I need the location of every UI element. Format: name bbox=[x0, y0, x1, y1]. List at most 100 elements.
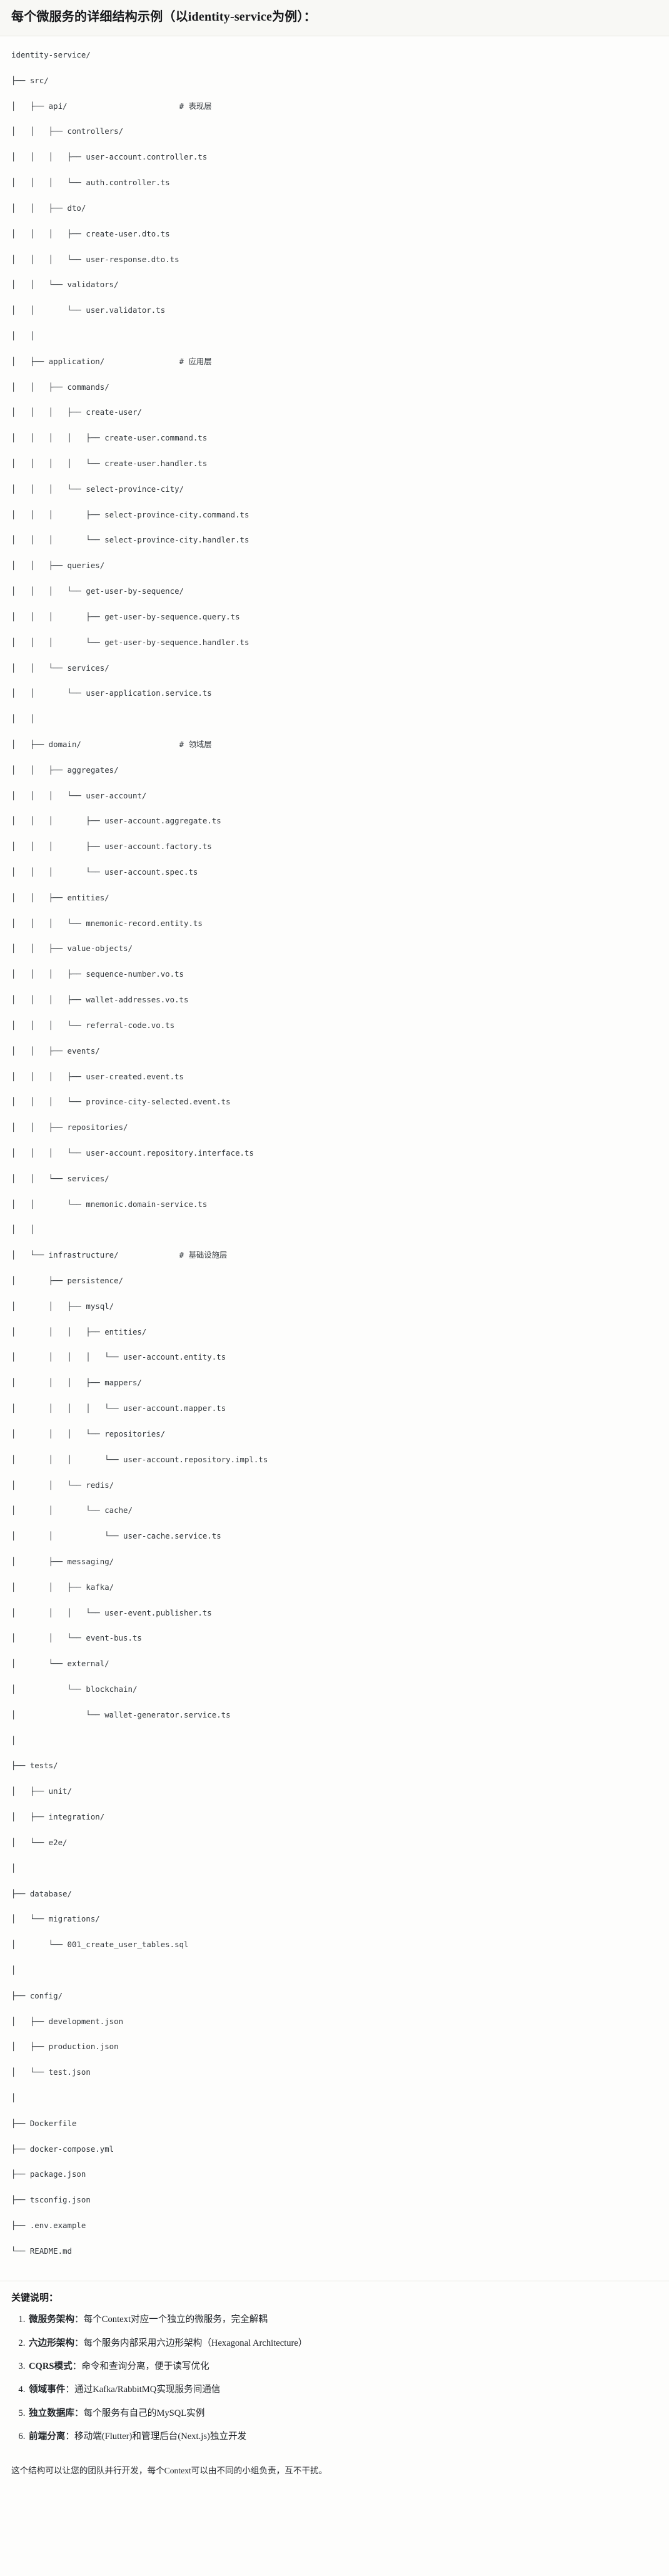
tree-line: │ │ │ │ ├── create-user.command.ts bbox=[11, 433, 208, 443]
tree-line: │ └── infrastructure/ # 基础设施层 bbox=[11, 1250, 228, 1260]
tree-comment: # 基础设施层 bbox=[179, 1250, 228, 1260]
key-point-separator: ： bbox=[74, 2314, 84, 2325]
tree-line: │ ├── api/ # 表现层 bbox=[11, 101, 212, 111]
tree-line: │ │ └── redis/ bbox=[11, 1480, 114, 1490]
key-point-description: 每个服务内部采用六边形架构（Hexagonal Architecture） bbox=[83, 2338, 308, 2348]
tree-line: │ │ │ └── user-account.spec.ts bbox=[11, 867, 198, 877]
tree-line: │ │ bbox=[11, 330, 35, 340]
tree-line: │ │ └── validators/ bbox=[11, 280, 119, 290]
tree-line: │ │ ├── aggregates/ bbox=[11, 765, 119, 775]
page-title: 每个微服务的详细结构示例（以identity-service为例）： bbox=[11, 10, 316, 24]
tree-line: │ │ ├── entities/ bbox=[11, 892, 109, 902]
tree-line: │ bbox=[11, 1965, 16, 1975]
tree-line: │ ├── production.json bbox=[11, 2042, 119, 2052]
key-point-description: 每个Context对应一个独立的微服务，完全解耦 bbox=[83, 2314, 268, 2325]
tree-line: │ │ │ ├── create-user/ bbox=[11, 407, 142, 417]
header-band: 每个微服务的详细结构示例（以identity-service为例）： bbox=[0, 0, 669, 36]
tree-line: │ │ ├── events/ bbox=[11, 1046, 100, 1056]
tree-line: │ │ │ └── select-province-city/ bbox=[11, 484, 184, 494]
key-point-term: 独立数据库 bbox=[29, 2408, 74, 2418]
tree-line: ├── Dockerfile bbox=[11, 2118, 77, 2128]
key-point-description: 通过Kafka/RabbitMQ实现服务间通信 bbox=[74, 2385, 221, 2395]
tree-comment: # 应用层 bbox=[179, 356, 212, 366]
tree-line: │ │ ├── value-objects/ bbox=[11, 944, 133, 954]
page-root: 每个微服务的详细结构示例（以identity-service为例）： ident… bbox=[0, 0, 669, 2488]
key-point-item: 领域事件：通过Kafka/RabbitMQ实现服务间通信 bbox=[28, 2383, 658, 2397]
key-point-term: 领域事件 bbox=[29, 2385, 66, 2395]
tree-line: │ │ │ ├── user-account.factory.ts bbox=[11, 842, 212, 852]
key-point-term: 微服务架构 bbox=[29, 2314, 74, 2325]
tree-line: │ │ │ │ └── create-user.handler.ts bbox=[11, 459, 208, 468]
tree-line: │ ├── integration/ bbox=[11, 1812, 105, 1822]
tree-comment: # 领域层 bbox=[179, 739, 212, 749]
tree-line: ├── database/ bbox=[11, 1888, 72, 1898]
tree-line: │ │ │ └── auth.controller.ts bbox=[11, 178, 170, 188]
tree-line: │ │ ├── mysql/ bbox=[11, 1301, 114, 1311]
tree-line: │ │ └── user-application.service.ts bbox=[11, 688, 212, 698]
tree-line: │ │ │ └── province-city-selected.event.t… bbox=[11, 1097, 231, 1107]
tree-line: │ │ │ └── referral-code.vo.ts bbox=[11, 1020, 175, 1030]
key-point-item: 微服务架构：每个Context对应一个独立的微服务，完全解耦 bbox=[28, 2313, 658, 2327]
tree-line: │ │ │ └── get-user-by-sequence.handler.t… bbox=[11, 637, 249, 647]
key-point-description: 每个服务有自己的MySQL实例 bbox=[83, 2408, 205, 2418]
tree-line: │ bbox=[11, 1863, 16, 1873]
closing-note: 这个结构可以让您的团队并行开发，每个Context可以由不同的小组负责，互不干扰… bbox=[11, 2466, 328, 2476]
tree-line: │ │ └── user.validator.ts bbox=[11, 305, 166, 315]
tree-line: └── README.md bbox=[11, 2246, 72, 2256]
key-point-separator: ： bbox=[65, 2431, 74, 2441]
tree-line: │ ├── messaging/ bbox=[11, 1556, 114, 1566]
key-points-list: 微服务架构：每个Context对应一个独立的微服务，完全解耦六边形架构：每个服务… bbox=[11, 2313, 658, 2444]
tree-line: │ │ ├── commands/ bbox=[11, 382, 109, 392]
tree-line: │ │ │ └── repositories/ bbox=[11, 1428, 166, 1438]
tree-line: │ │ └── user-cache.service.ts bbox=[11, 1531, 221, 1541]
tree-line: │ │ bbox=[11, 714, 35, 724]
tree-line: │ └── test.json bbox=[11, 2067, 91, 2077]
tree-line: │ │ │ ├── sequence-number.vo.ts bbox=[11, 969, 184, 979]
tree-line: │ │ │ ├── select-province-city.command.t… bbox=[11, 509, 249, 519]
key-point-description: 命令和查询分离，便于读写优化 bbox=[81, 2361, 209, 2371]
tree-line: │ │ │ ├── create-user.dto.ts bbox=[11, 228, 170, 238]
key-point-item: CQRS模式：命令和查询分离，便于读写优化 bbox=[28, 2360, 658, 2374]
tree-line: │ │ │ └── user-account.repository.interf… bbox=[11, 1148, 254, 1158]
key-point-term: CQRS模式 bbox=[29, 2361, 73, 2371]
tree-line: identity-service/ bbox=[11, 50, 91, 59]
tree-line: │ │ │ ├── get-user-by-sequence.query.ts bbox=[11, 611, 240, 621]
key-points-section: 关键说明： 微服务架构：每个Context对应一个独立的微服务，完全解耦六边形架… bbox=[0, 2280, 669, 2458]
tree-line: │ └── migrations/ bbox=[11, 1914, 100, 1924]
key-point-term: 前端分离 bbox=[29, 2431, 66, 2441]
tree-line: │ ├── persistence/ bbox=[11, 1276, 124, 1285]
tree-comment: # 表现层 bbox=[179, 101, 212, 111]
tree-line: │ └── blockchain/ bbox=[11, 1684, 138, 1694]
key-point-separator: ： bbox=[74, 2408, 84, 2418]
tree-line: │ │ ├── dto/ bbox=[11, 203, 86, 213]
tree-line: │ └── 001_create_user_tables.sql bbox=[11, 1940, 189, 1950]
tree-line: ├── tests/ bbox=[11, 1761, 58, 1771]
key-point-item: 前端分离：移动端(Flutter)和管理后台(Next.js)独立开发 bbox=[28, 2430, 658, 2444]
tree-line: │ │ │ └── user-event.publisher.ts bbox=[11, 1607, 212, 1617]
tree-line: │ │ bbox=[11, 1224, 35, 1235]
key-point-item: 独立数据库：每个服务有自己的MySQL实例 bbox=[28, 2406, 658, 2421]
tree-line: │ │ │ │ └── user-account.mapper.ts bbox=[11, 1403, 226, 1413]
tree-line: ├── .env.example bbox=[11, 2221, 86, 2231]
tree-line: ├── package.json bbox=[11, 2169, 86, 2179]
key-point-separator: ： bbox=[65, 2385, 74, 2395]
tree-line: │ │ └── services/ bbox=[11, 1173, 109, 1183]
tree-line: │ │ │ ├── wallet-addresses.vo.ts bbox=[11, 995, 189, 1005]
tree-line: │ ├── domain/ # 领域层 bbox=[11, 739, 212, 749]
tree-line: │ │ │ └── get-user-by-sequence/ bbox=[11, 586, 184, 596]
tree-line: │ ├── unit/ bbox=[11, 1786, 72, 1796]
tree-line: │ └── external/ bbox=[11, 1659, 109, 1669]
key-points-title: 关键说明： bbox=[11, 2293, 59, 2303]
tree-line: │ │ └── event-bus.ts bbox=[11, 1633, 142, 1643]
directory-tree: identity-service/ ├── src/ │ ├── api/ # … bbox=[11, 49, 658, 2271]
tree-line: │ │ ├── kafka/ bbox=[11, 1582, 114, 1592]
tree-line: │ ├── development.json bbox=[11, 2016, 124, 2026]
tree-line: │ │ ├── queries/ bbox=[11, 561, 105, 571]
key-point-description: 移动端(Flutter)和管理后台(Next.js)独立开发 bbox=[74, 2431, 247, 2441]
tree-line: │ └── e2e/ bbox=[11, 1837, 68, 1847]
tree-line: │ │ │ ├── user-created.event.ts bbox=[11, 1071, 184, 1081]
tree-line: │ │ ├── controllers/ bbox=[11, 126, 124, 136]
tree-line: │ │ └── services/ bbox=[11, 663, 109, 673]
tree-line: │ │ │ └── select-province-city.handler.t… bbox=[11, 535, 249, 545]
tree-line: │ │ │ └── mnemonic-record.entity.ts bbox=[11, 918, 203, 928]
